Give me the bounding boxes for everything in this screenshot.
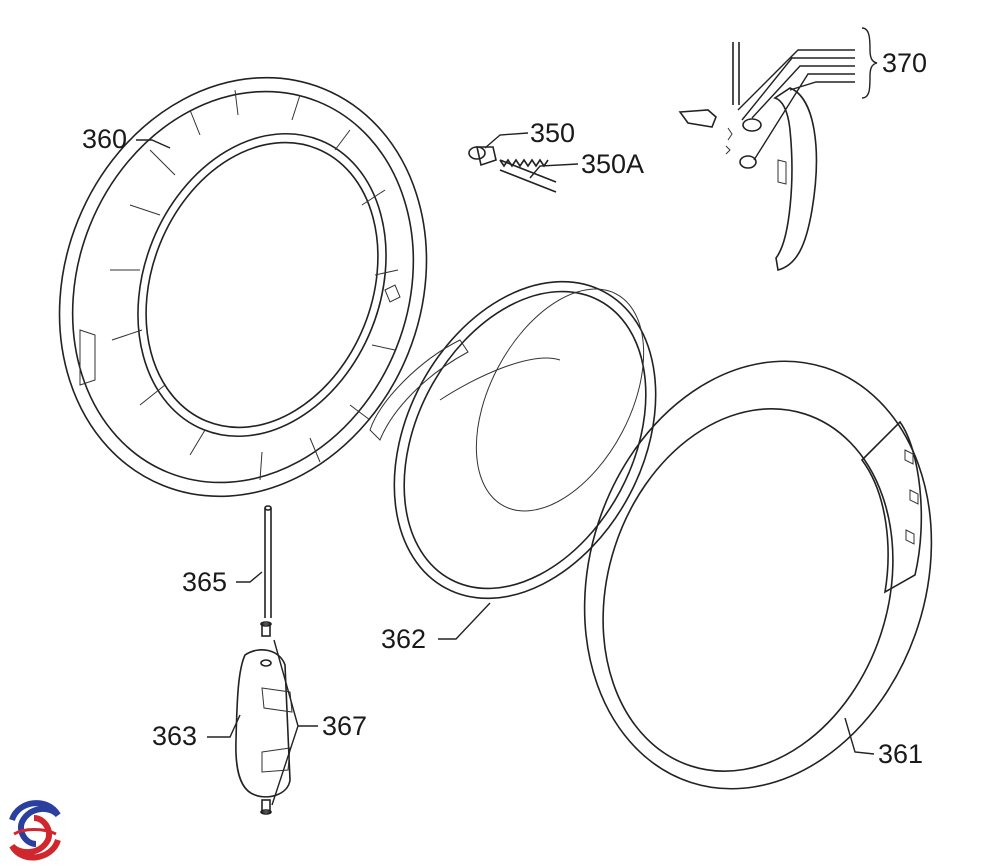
part-361-outer-door-ring [583,360,933,790]
part-350A-spring [499,158,557,193]
part-367-screws [260,621,272,815]
part-362-door-glass [369,280,657,600]
leader-lines [136,49,875,806]
label-361: 361 [878,739,924,769]
label-360: 360 [82,124,128,154]
part-370-door-handle [678,42,818,271]
label-363: 363 [152,721,198,751]
brand-swirl-icon [7,800,63,861]
label-365: 365 [182,567,228,597]
label-362: 362 [381,624,427,654]
part-350-hinge-pin [468,146,497,167]
part-365-hinge-rod [264,505,272,618]
bracket-370 [861,27,878,99]
label-367: 367 [322,711,368,741]
part-363-door-hinge [235,649,293,798]
part-360-door-inner-frame [58,76,428,498]
label-370: 370 [882,48,928,78]
label-350A: 350A [581,149,645,179]
label-350: 350 [530,118,576,148]
